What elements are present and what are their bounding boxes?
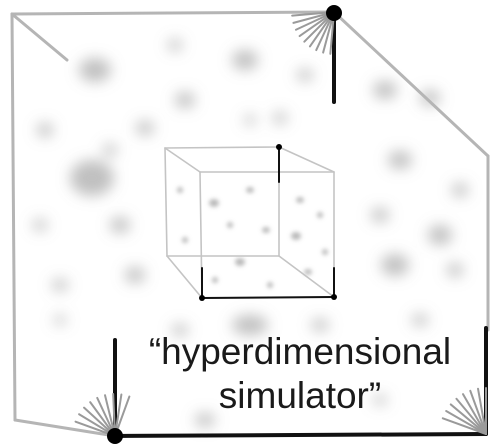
fog-blob <box>175 92 195 108</box>
fog-blob <box>52 279 68 291</box>
inner-cube-fog <box>177 187 328 288</box>
outer-edge-top-right-diagonal <box>332 10 490 158</box>
fog-blob <box>452 183 468 197</box>
fog-blob <box>373 395 387 405</box>
inner-edge <box>164 147 168 257</box>
fan-ray <box>449 403 487 435</box>
fog-blob <box>273 112 287 124</box>
outer-edge-top-left-diagonal <box>10 12 69 62</box>
fog-blob <box>428 225 452 245</box>
fog-blob <box>244 115 256 125</box>
inner-fog-blob <box>322 249 328 255</box>
fog-blob <box>371 208 389 222</box>
fog-blob <box>420 90 440 106</box>
fog-blob <box>79 58 111 82</box>
inner-top-vertex <box>276 144 282 150</box>
fog-blob <box>168 39 182 51</box>
inner-fog-blob <box>182 237 188 243</box>
inner-fog-blob <box>291 232 301 240</box>
fog-blob <box>232 50 258 70</box>
fog-blob <box>103 144 117 156</box>
inner-fog-blob <box>267 282 273 288</box>
fog-blob <box>37 123 53 137</box>
outer-cube <box>10 10 490 438</box>
inner-highlight-bottom-edge <box>201 296 335 299</box>
inner-fog-blob <box>317 212 323 218</box>
outer-top-vertex <box>326 5 342 21</box>
fog-blob <box>447 263 463 277</box>
inner-edge <box>166 255 203 299</box>
fog-blob <box>373 81 397 99</box>
inner-fog-blob <box>304 269 312 275</box>
outer-edge-left <box>10 12 17 422</box>
fog-blob <box>125 267 145 283</box>
outer-highlight-bottom-edge <box>113 432 488 438</box>
bottom-right-vertex-fan <box>441 387 487 435</box>
inner-cube-highlighted-edges <box>201 146 335 299</box>
inner-cube <box>164 146 335 299</box>
fog-blob <box>381 254 409 276</box>
fan-ray <box>477 387 487 435</box>
fog-blob <box>54 315 66 325</box>
fog-blob <box>195 413 215 427</box>
fog-blob <box>297 69 313 81</box>
fan-ray <box>445 410 487 435</box>
fan-ray <box>462 393 487 435</box>
top-vertex-fan <box>291 11 335 55</box>
inner-bottom-right-vertex <box>331 294 337 300</box>
fog-blob <box>388 151 412 169</box>
inner-fog-blob <box>227 222 233 228</box>
inner-fog-blob <box>246 187 254 193</box>
cube-vertices <box>107 5 342 444</box>
outer-bottom-left-vertex <box>107 428 123 444</box>
inner-edge <box>164 147 201 173</box>
outer-cube-fog <box>33 39 468 427</box>
inner-fog-blob <box>177 187 183 193</box>
fog-blob <box>412 314 428 326</box>
inner-fog-blob <box>212 277 218 283</box>
fog-blob <box>232 315 268 335</box>
fog-blob <box>110 217 130 233</box>
caption-line-2: simulator” <box>218 375 382 416</box>
inner-fog-blob <box>209 199 219 207</box>
inner-edge <box>164 146 280 149</box>
inner-edge <box>278 255 335 298</box>
fog-blob <box>172 324 188 336</box>
fog-blob <box>70 160 114 196</box>
fog-blob <box>33 219 47 231</box>
outer-edge-bottom-left <box>13 418 117 438</box>
inner-fog-blob <box>235 258 245 266</box>
fan-ray <box>441 417 487 435</box>
outer-edge-top <box>10 10 336 16</box>
inner-edge <box>278 146 335 173</box>
fan-ray <box>469 389 487 435</box>
inner-bottom-left-vertex <box>199 295 205 301</box>
fan-ray <box>455 397 487 435</box>
fog-blob <box>136 121 154 135</box>
caption-line-1: “hyperdimensional <box>148 331 452 372</box>
fog-blob <box>311 319 329 331</box>
inner-fog-blob <box>262 227 270 233</box>
inner-fog-blob <box>296 197 304 203</box>
